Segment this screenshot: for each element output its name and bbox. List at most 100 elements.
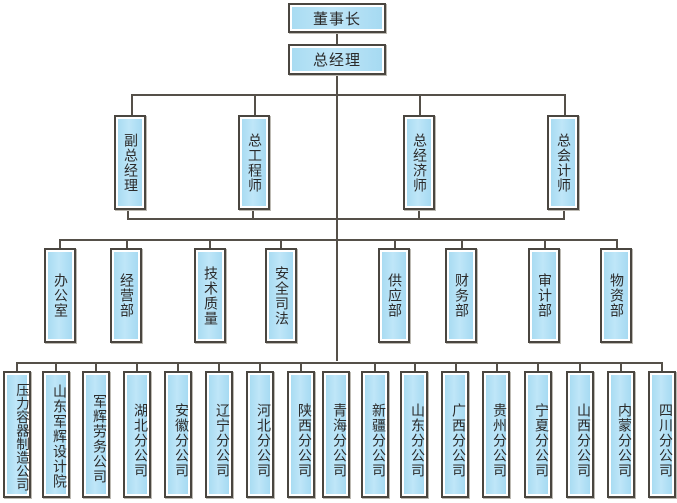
branch-drop <box>259 362 261 372</box>
branch-label: 四川分公司 <box>652 375 673 494</box>
branch-label: 宁夏分公司 <box>528 375 549 494</box>
executive-drop <box>254 94 256 116</box>
branch-box: 山东分公司 <box>400 371 428 498</box>
branch-drop <box>579 362 581 372</box>
branch-label: 山东军辉设计院 <box>46 375 67 494</box>
executive-rise <box>418 208 420 220</box>
branch-box: 贵州分公司 <box>482 371 510 498</box>
branch-label: 新疆分公司 <box>365 375 386 494</box>
branch-drop <box>16 362 18 372</box>
branch-label: 内蒙分公司 <box>611 375 632 494</box>
department-label: 财务部 <box>449 252 473 339</box>
branch-drop <box>455 362 457 372</box>
executive-bus-bottom <box>127 218 564 220</box>
general-manager-box: 总经理 <box>288 44 386 75</box>
branch-box: 宁夏分公司 <box>524 371 552 498</box>
branch-label: 压力容器制造公司 <box>7 375 29 494</box>
branch-box: 广西分公司 <box>441 371 469 498</box>
department-drop <box>394 239 396 249</box>
branch-label: 山西分公司 <box>570 375 591 494</box>
department-drop <box>209 239 211 249</box>
department-drop <box>280 239 282 249</box>
connector-chairman-gm <box>336 32 338 44</box>
branch-box: 陕西分公司 <box>287 371 315 498</box>
department-box: 财务部 <box>445 248 477 343</box>
executive-drop <box>419 94 421 116</box>
branch-label: 山东分公司 <box>404 375 425 494</box>
executive-box: 总会计师 <box>547 115 579 210</box>
executive-box: 总经济师 <box>403 115 435 210</box>
branch-label: 军辉劳务公司 <box>86 375 107 494</box>
branch-label: 广西分公司 <box>445 375 466 494</box>
branch-box: 内蒙分公司 <box>607 371 635 498</box>
department-box: 技术质量 <box>194 248 226 343</box>
department-label: 办公室 <box>48 252 72 339</box>
branch-drop <box>95 362 97 372</box>
branch-drop <box>300 362 302 372</box>
executive-label: 副总经理 <box>118 119 142 206</box>
general-manager-label: 总经理 <box>292 48 382 71</box>
executive-bus-top <box>131 94 566 96</box>
department-label: 经营部 <box>114 252 138 339</box>
branch-label: 青海分公司 <box>326 375 347 494</box>
branch-label: 安徽分公司 <box>168 375 189 494</box>
branch-box: 河北分公司 <box>246 371 274 498</box>
department-box: 安全司法 <box>265 248 297 343</box>
branch-drop <box>537 362 539 372</box>
branch-box: 安徽分公司 <box>164 371 192 498</box>
executive-box: 总工程师 <box>238 115 270 210</box>
branch-box: 山西分公司 <box>566 371 594 498</box>
branch-box: 青海分公司 <box>322 371 350 498</box>
chairman-label: 董事长 <box>292 7 382 29</box>
department-bus <box>59 239 617 241</box>
executive-label: 总工程师 <box>242 119 266 206</box>
branch-box: 山东军辉设计院 <box>42 371 70 498</box>
branch-bus <box>16 362 663 364</box>
branch-drop <box>374 362 376 372</box>
executive-label: 总会计师 <box>551 119 575 206</box>
department-drop <box>59 239 61 249</box>
department-box: 审计部 <box>528 248 560 343</box>
branch-label: 湖北分公司 <box>127 375 148 494</box>
branch-box: 压力容器制造公司 <box>3 371 31 498</box>
executive-box: 副总经理 <box>114 115 146 210</box>
branch-drop <box>218 362 220 372</box>
department-box: 经营部 <box>110 248 142 343</box>
branch-box: 新疆分公司 <box>361 371 389 498</box>
department-drop <box>461 239 463 249</box>
department-label: 物资部 <box>604 252 628 339</box>
executive-label: 总经济师 <box>407 119 431 206</box>
department-box: 办公室 <box>44 248 76 343</box>
department-label: 安全司法 <box>269 252 293 339</box>
branch-box: 军辉劳务公司 <box>82 371 110 498</box>
branch-label: 贵州分公司 <box>486 375 507 494</box>
branch-drop <box>496 362 498 372</box>
branch-box: 湖北分公司 <box>123 371 151 498</box>
branch-drop <box>136 362 138 372</box>
executive-rise <box>127 208 129 220</box>
branch-box: 辽宁分公司 <box>205 371 233 498</box>
branch-label: 河北分公司 <box>250 375 271 494</box>
branch-drop <box>661 362 663 372</box>
department-box: 供应部 <box>378 248 410 343</box>
department-label: 审计部 <box>532 252 556 339</box>
branch-box: 四川分公司 <box>648 371 676 498</box>
department-box: 物资部 <box>600 248 632 343</box>
department-drop <box>544 239 546 249</box>
trunk-line <box>336 74 338 361</box>
department-drop <box>616 239 618 249</box>
department-label: 技术质量 <box>198 252 222 339</box>
executive-rise <box>252 208 254 220</box>
branch-drop <box>55 362 57 372</box>
executive-drop <box>131 94 133 116</box>
branch-drop <box>177 362 179 372</box>
executive-rise <box>563 208 565 220</box>
branch-drop <box>414 362 416 372</box>
branch-drop <box>620 362 622 372</box>
executive-drop <box>564 94 566 116</box>
branch-label: 辽宁分公司 <box>209 375 230 494</box>
department-drop <box>126 239 128 249</box>
branch-label: 陕西分公司 <box>291 375 312 494</box>
department-label: 供应部 <box>382 252 406 339</box>
chairman-box: 董事长 <box>288 3 386 33</box>
